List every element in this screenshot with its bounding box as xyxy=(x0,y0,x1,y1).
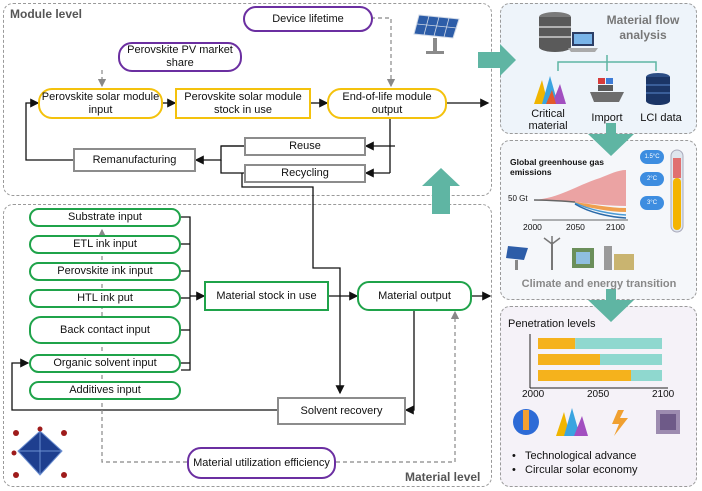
utilization-efficiency-node: Material utilization efficiency xyxy=(187,447,336,479)
thermometer-icon xyxy=(670,149,684,233)
lci-data-icon xyxy=(646,73,670,105)
additives-input-node: Additives input xyxy=(29,381,181,400)
market-share-node: Perovskite PV market share xyxy=(118,42,242,72)
temp-2: 2°C xyxy=(646,176,658,182)
import-label: Import xyxy=(591,112,623,124)
penetration-bar-remainder xyxy=(575,338,662,349)
material-level-title: Material level xyxy=(405,470,481,484)
bullet-circular-economy: Circular solar economy xyxy=(525,464,638,476)
emissions-x-tick-2050: 2050 xyxy=(566,222,585,232)
substrate-input-node: Substrate input xyxy=(29,208,181,227)
eol-output-node: End-of-life module output xyxy=(327,88,447,119)
critical-material-label: Critical material xyxy=(528,108,568,132)
back-contact-input-node: Back contact input xyxy=(29,316,181,344)
penetration-bar-share xyxy=(538,338,576,349)
mfa-title: Material flow analysis xyxy=(606,13,680,42)
reuse-node: Reuse xyxy=(244,137,366,156)
module-level-panel xyxy=(3,3,492,196)
mfa-branch-lines xyxy=(557,55,657,71)
penetration-x-tick-2100: 2100 xyxy=(652,389,675,400)
bullet-2: • Circular solar economy xyxy=(512,464,638,476)
bullet-technological-advance: Technological advance xyxy=(525,450,637,462)
emissions-chart-title: Global greenhouse gas emissions xyxy=(510,157,604,178)
etl-input-node: ETL ink input xyxy=(29,235,181,254)
penetration-bar-remainder xyxy=(600,354,662,365)
material-level-panel xyxy=(3,204,492,487)
emissions-y-tick: 50 Gt xyxy=(508,194,528,203)
organic-solvent-input-node: Organic solvent input xyxy=(29,354,181,373)
penetration-chart xyxy=(529,334,668,389)
temp-1-5: 1.5°C xyxy=(644,154,660,160)
climate-caption: Climate and energy transition xyxy=(521,278,677,290)
penetration-bar-share xyxy=(538,354,600,365)
perovskite-ink-input-node: Perovskite ink input xyxy=(29,262,181,281)
remanufacturing-node: Remanufacturing xyxy=(73,148,196,172)
emissions-x-tick-2100: 2100 xyxy=(606,222,625,232)
perovskite-crystal-icon xyxy=(11,426,67,478)
lci-data-label: LCI data xyxy=(640,112,682,124)
htl-input-node: HTL ink put xyxy=(29,289,181,308)
material-output-node: Material output xyxy=(357,281,472,311)
module-stock-node: Perovskite solar module stock in use xyxy=(175,88,311,119)
energy-icons xyxy=(506,236,634,270)
penetration-bar-remainder xyxy=(631,370,662,381)
laptop-icon xyxy=(568,32,598,52)
database-icon xyxy=(539,12,571,52)
cloud-3: 3°C xyxy=(640,196,664,210)
cloud-2: 2°C xyxy=(640,172,664,186)
bullet-1: • Technological advance xyxy=(512,450,637,462)
solvent-recovery-node: Solvent recovery xyxy=(277,397,406,425)
recycling-node: Recycling xyxy=(244,164,366,183)
penetration-panel xyxy=(500,306,697,487)
technology-icons xyxy=(513,408,680,436)
temp-3: 3°C xyxy=(646,200,658,206)
emissions-chart xyxy=(532,170,628,221)
emissions-x-tick-2000: 2000 xyxy=(523,222,542,232)
import-ship-icon xyxy=(590,78,624,102)
penetration-title: Penetration levels xyxy=(508,318,596,330)
solar-panel-icon xyxy=(413,14,460,54)
device-lifetime-node: Device lifetime xyxy=(243,6,373,32)
penetration-x-tick-2000: 2000 xyxy=(522,389,545,400)
module-level-title: Module level xyxy=(10,7,83,21)
cloud-1-5: 1.5°C xyxy=(640,150,664,164)
penetration-bar-share xyxy=(538,370,631,381)
module-input-node: Perovskite solar module input xyxy=(38,88,163,119)
critical-material-icon xyxy=(534,76,566,104)
penetration-x-tick-2050: 2050 xyxy=(587,389,610,400)
material-stock-node: Material stock in use xyxy=(204,281,329,311)
